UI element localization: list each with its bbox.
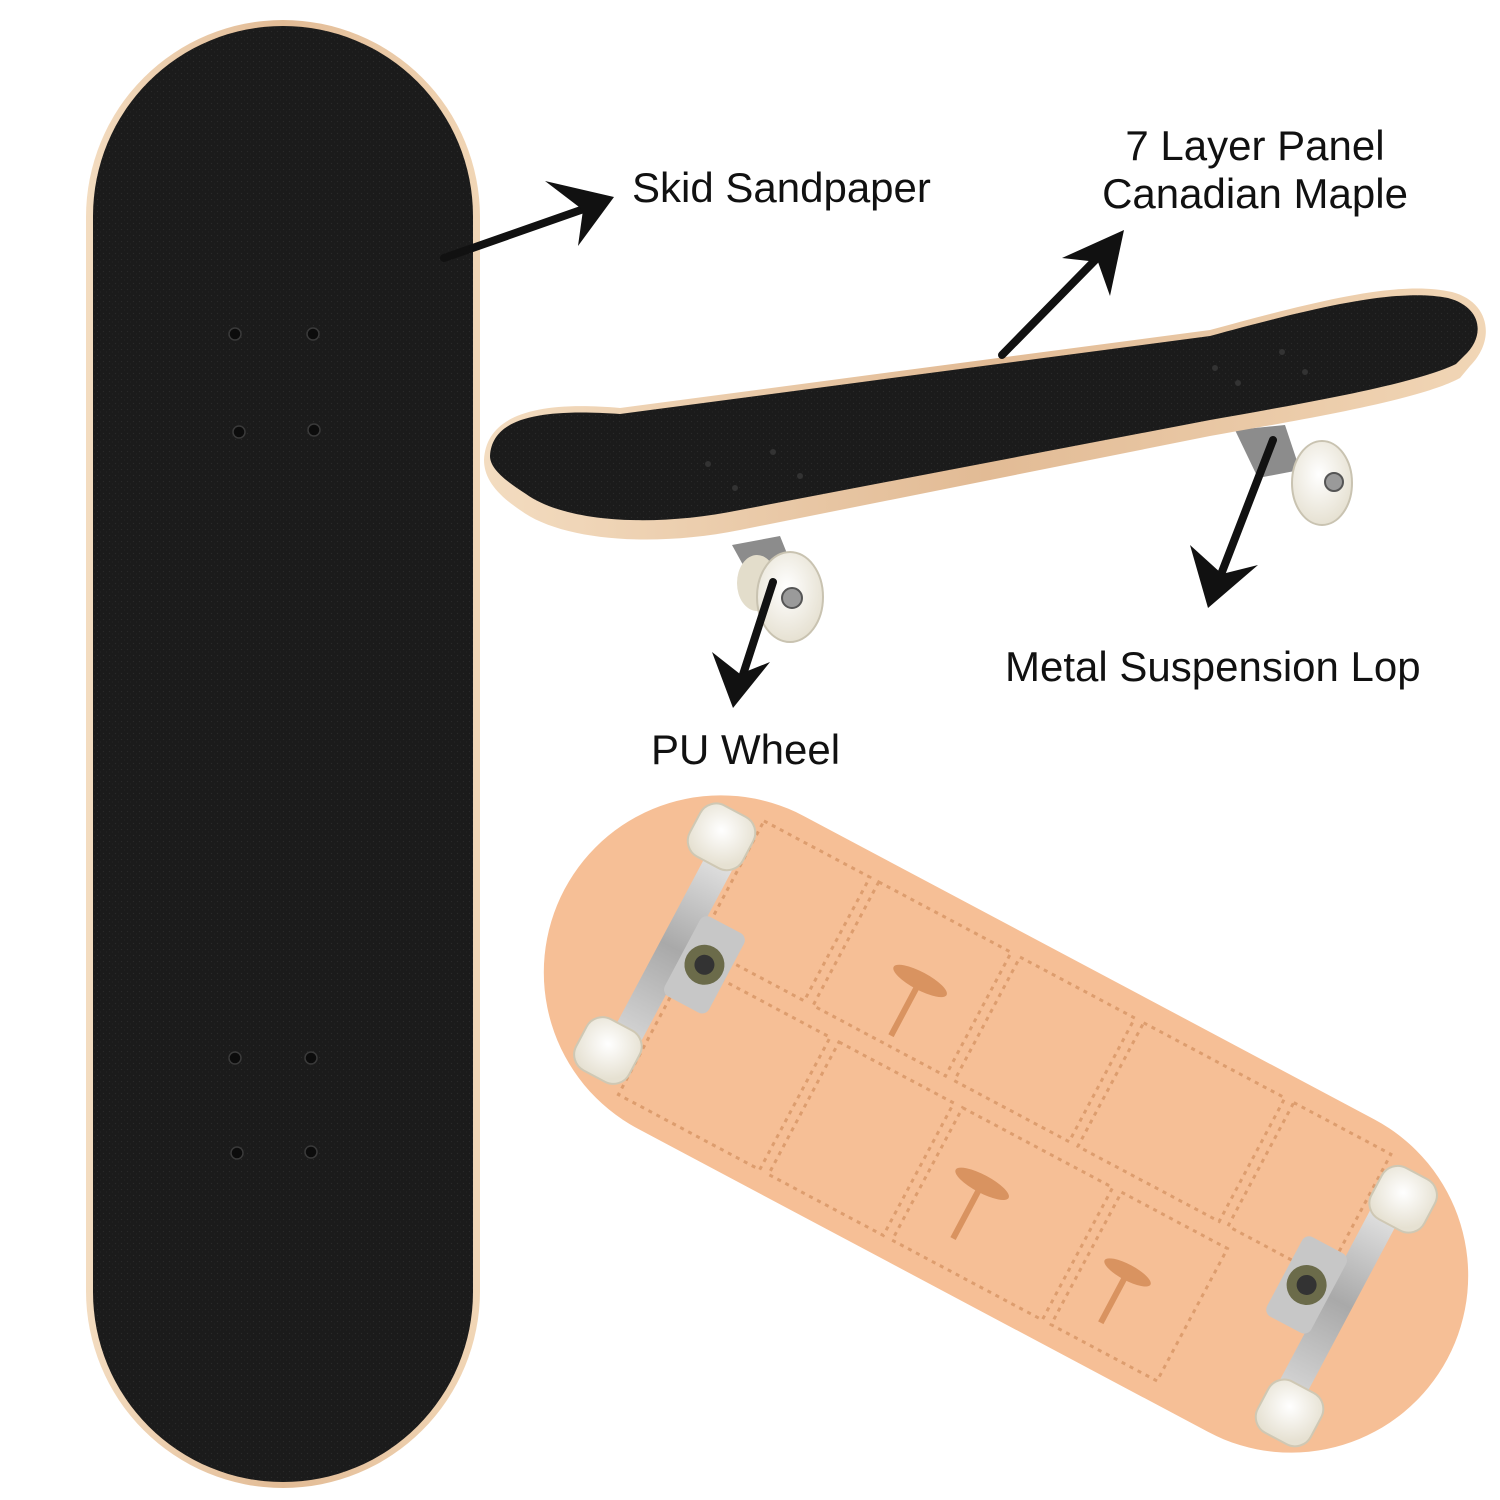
callout-pu-wheel: PU Wheel — [651, 726, 841, 773]
callout-metal-suspension: Metal Suspension Lop — [1005, 643, 1421, 690]
callout-layer-panel-line2: Canadian Maple — [1102, 170, 1408, 217]
rear-truck — [1235, 425, 1353, 526]
arrow-icon — [440, 181, 1277, 708]
bottom-truck-rear — [1254, 1164, 1438, 1448]
deck-top-view — [86, 20, 480, 1488]
side-bolt-holes — [705, 349, 1308, 491]
bottom-truck-front — [573, 802, 757, 1085]
rear-wheel — [1291, 440, 1353, 526]
deck-bottom-view — [543, 795, 1469, 1453]
front-truck — [732, 536, 824, 643]
callout-layer-panel-line1: 7 Layer Panel — [1125, 122, 1385, 169]
griptape — [93, 26, 473, 1482]
side-deck-griptape — [490, 295, 1478, 521]
deck-graphic — [616, 818, 1393, 1384]
palm-tree-graphics — [888, 964, 1151, 1325]
bottom-deck — [543, 795, 1469, 1453]
callout-layer-panel: 7 Layer Panel Canadian Maple — [1080, 122, 1430, 218]
deck-side-view — [484, 288, 1486, 643]
bolt-holes — [228, 327, 321, 1160]
callout-skid-sandpaper: Skid Sandpaper — [632, 164, 931, 211]
